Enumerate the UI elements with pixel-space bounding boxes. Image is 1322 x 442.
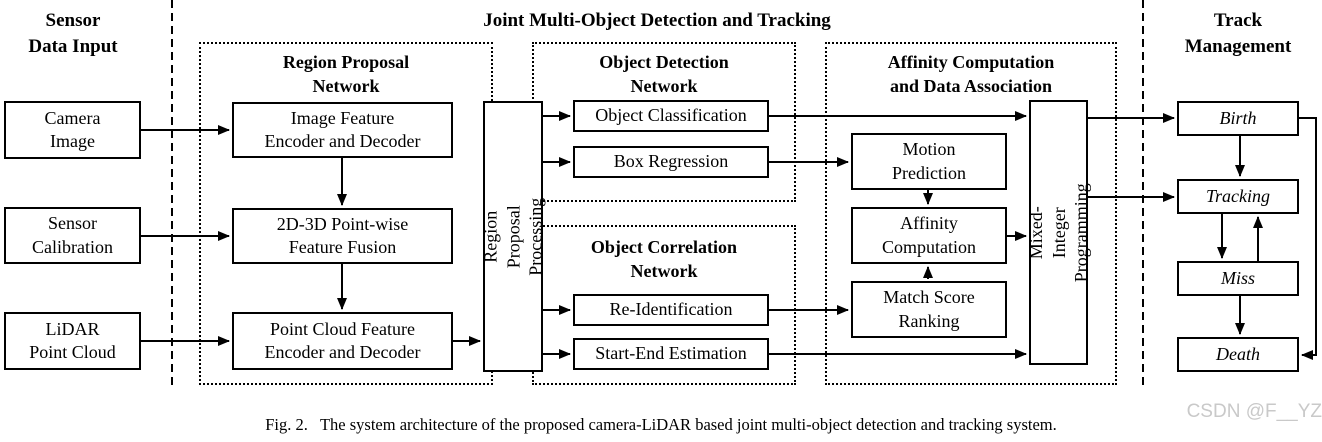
group-title-acda: Affinity Computation and Data Associatio… (887, 52, 1055, 97)
section-title-joint-mot: Joint Multi-Object Detection and Trackin… (483, 10, 831, 31)
section-title-track-management: Track Management (1184, 10, 1292, 57)
box-object-classification: Object Classification (573, 100, 769, 132)
box-mixed-integer-programming: Mixed-Integer Programming (1026, 100, 1091, 365)
box-camera-image: Camera Image (4, 101, 141, 159)
box-sensor-calibration: Sensor Calibration (4, 207, 141, 264)
box-tracking: Tracking (1177, 179, 1299, 214)
box-match-score-ranking: Match Score Ranking (851, 281, 1007, 338)
box-2d-3d-pointwise-feature-fusion: 2D-3D Point-wise Feature Fusion (232, 208, 453, 264)
box-re-identification: Re-Identification (573, 294, 769, 326)
group-affinity-data-association: Affinity Computation and Data Associatio… (825, 42, 1117, 385)
mixed-integer-programming-label: Mixed-Integer Programming (1025, 183, 1091, 282)
box-motion-prediction: Motion Prediction (851, 133, 1007, 190)
box-lidar-point-cloud: LiDAR Point Cloud (4, 312, 141, 370)
box-point-cloud-feature-encoder-decoder: Point Cloud Feature Encoder and Decoder (232, 312, 453, 370)
box-start-end-estimation: Start-End Estimation (573, 338, 769, 370)
group-title-ocn: Object Correlation Network (590, 237, 738, 282)
figure-caption: Fig. 2. The system architecture of the p… (265, 415, 1057, 434)
box-affinity-computation: Affinity Computation (851, 207, 1007, 264)
box-miss: Miss (1177, 261, 1299, 296)
section-title-sensor-data-input: Sensor Data Input (28, 10, 118, 57)
box-birth: Birth (1177, 101, 1299, 136)
watermark-text: CSDN @F__YZ (1186, 401, 1322, 422)
separator-left (171, 0, 173, 390)
separator-right (1142, 0, 1144, 390)
box-image-feature-encoder-decoder: Image Feature Encoder and Decoder (232, 102, 453, 158)
group-title-rpn: Region Proposal Network (282, 52, 410, 97)
group-object-detection-network: Object Detection Network (532, 42, 796, 202)
box-region-proposal-processing: Region Proposal Processing (480, 101, 545, 372)
box-death: Death (1177, 337, 1299, 372)
box-box-regression: Box Regression (573, 146, 769, 178)
region-proposal-processing-label: Region Proposal Processing (480, 197, 546, 276)
group-title-odn: Object Detection Network (599, 52, 729, 97)
